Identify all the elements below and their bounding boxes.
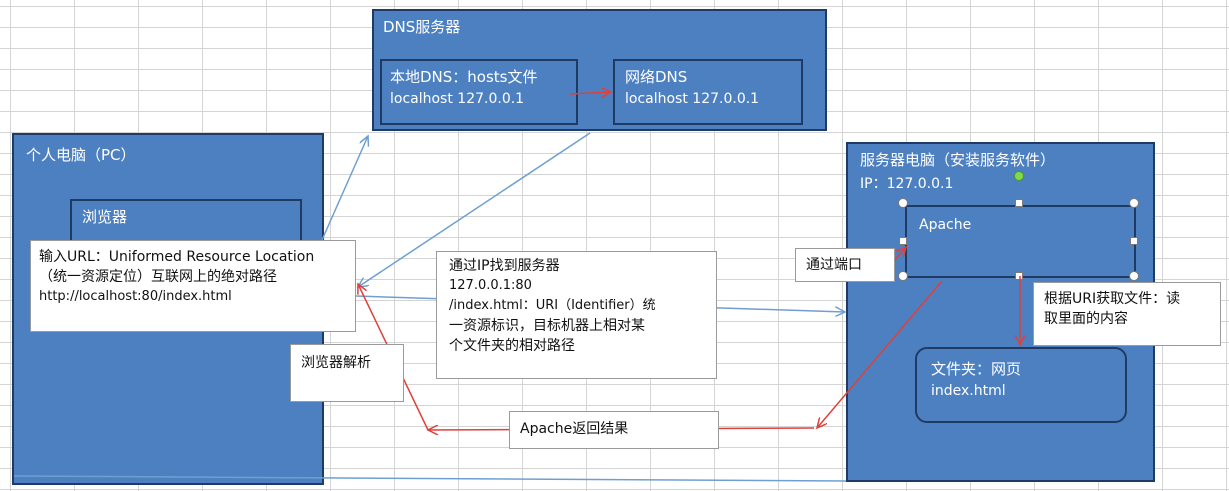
browser-parse-note: 浏览器解析 [290,344,404,402]
apache-label: Apache [919,217,972,233]
rotation-handle[interactable] [1014,171,1024,181]
dns-server-title: DNS服务器 [383,18,461,36]
selection-handle[interactable] [1130,237,1138,245]
selection-handle[interactable] [1015,199,1023,207]
server-title: 服务器电脑（安装服务软件） [860,151,1056,169]
folder-file: index.html [931,383,1006,399]
port-note: 通过端口 [795,248,895,282]
selection-handle[interactable] [898,271,908,281]
find-server-note: 通过IP找到服务器 127.0.0.1:80 /index.html：URI（I… [436,251,717,379]
get-uri-note: 根据URI获取文件：读 取里面的内容 [1033,282,1221,346]
selection-handle[interactable] [899,237,907,245]
server-ip: IP：127.0.0.1 [860,176,954,192]
selection-handle[interactable] [1129,271,1139,281]
local-dns-box: 本地DNS：hosts文件 localhost 127.0.0.1 [380,59,578,125]
selection-handle[interactable] [1129,198,1139,208]
dns-server-box: DNS服务器 本地DNS：hosts文件 localhost 127.0.0.1… [372,9,827,131]
network-dns-entry: localhost 127.0.0.1 [625,91,760,107]
apache-box: Apache [905,205,1136,278]
network-dns-box: 网络DNS localhost 127.0.0.1 [613,59,803,125]
network-dns-label: 网络DNS [625,68,688,86]
selection-handle[interactable] [1015,272,1023,280]
local-dns-label: 本地DNS：hosts文件 [390,68,538,86]
browser-label: 浏览器 [82,208,128,226]
pc-title: 个人电脑（PC） [26,146,136,164]
url-note: 输入URL：Uniformed Resource Location （统一资源定… [30,240,356,332]
apache-return-note: Apache返回结果 [509,411,719,449]
folder-box: 文件夹：网页 index.html [915,347,1127,423]
folder-label: 文件夹：网页 [931,360,1022,378]
arrow-pc-to-dns [321,136,368,241]
selection-handle[interactable] [898,198,908,208]
local-dns-entry: localhost 127.0.0.1 [390,91,525,107]
